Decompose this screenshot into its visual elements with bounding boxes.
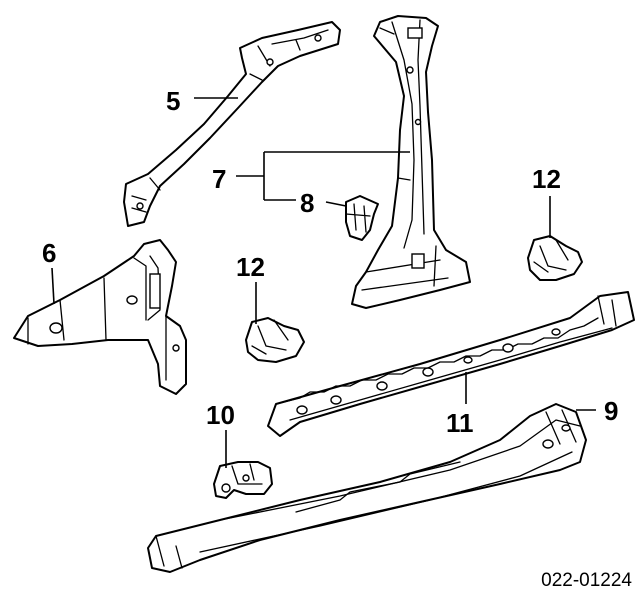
callout-6: 6: [42, 238, 56, 268]
callout-7: 7: [212, 164, 226, 194]
diagram-code: 022-01224: [541, 570, 632, 591]
callout-8: 8: [300, 188, 314, 218]
leader-6: [51, 267, 55, 305]
leader-8-arrow: [325, 201, 347, 207]
callout-9: 9: [604, 396, 618, 426]
part-12-bracket-center: [245, 317, 305, 363]
leader-lines: [51, 97, 596, 468]
part-11-rocker-reinforcement: [267, 291, 635, 437]
part-6-front-side-panel: [13, 239, 187, 395]
part-10-bracket: [213, 461, 273, 499]
callout-12-center: 12: [236, 252, 265, 282]
callout-10: 10: [206, 400, 235, 430]
part-5-front-pillar: [123, 21, 341, 227]
leader-7: [236, 151, 410, 201]
part-9-rocker-panel: [147, 403, 587, 573]
part-12-bracket-right: [527, 235, 583, 281]
part-8-reinforcement-bracket: [345, 195, 379, 241]
callout-5: 5: [166, 86, 180, 116]
part-7-center-pillar: [351, 15, 471, 309]
callout-12-right: 12: [532, 164, 561, 194]
callout-11: 11: [446, 408, 474, 438]
